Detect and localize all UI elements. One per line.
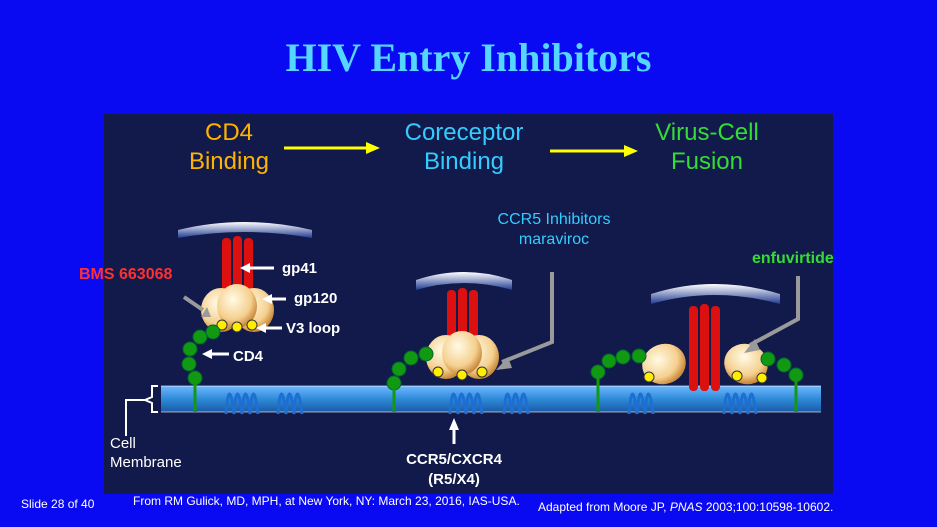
viral-envelope bbox=[178, 222, 312, 238]
ccr5-inhibitors-label: CCR5 Inhibitors maraviroc bbox=[474, 210, 634, 250]
stage-arrow-2 bbox=[550, 145, 638, 157]
adapted-citation: Adapted from Moore JP, PNAS 2003;100:105… bbox=[538, 500, 833, 514]
coreceptor-line2: (R5/X4) bbox=[384, 470, 524, 490]
citation-prefix: Adapted from Moore JP, bbox=[538, 500, 670, 514]
slide-title: HIV Entry Inhibitors bbox=[0, 34, 937, 81]
coreceptor-line1: CCR5/CXCR4 bbox=[384, 450, 524, 470]
stage-fusion-line2: Fusion bbox=[634, 147, 780, 176]
cell-membrane-line2: Membrane bbox=[110, 453, 182, 472]
cd4-label: CD4 bbox=[233, 348, 263, 365]
stage-virus-cell-fusion: Virus-Cell Fusion bbox=[634, 118, 780, 176]
viral-envelope bbox=[651, 284, 780, 304]
cell-membrane bbox=[161, 386, 821, 412]
stage-cd4-line1: CD4 bbox=[174, 118, 284, 147]
stage-fusion-line1: Virus-Cell bbox=[634, 118, 780, 147]
v3-loop-label: V3 loop bbox=[286, 320, 340, 337]
stage-coreceptor-line2: Binding bbox=[384, 147, 544, 176]
stage-arrow-1 bbox=[284, 142, 380, 154]
citation-suffix: 2003;100:10598-10602. bbox=[703, 500, 834, 514]
source-credit: From RM Gulick, MD, MPH, at New York, NY… bbox=[133, 494, 520, 508]
stage-coreceptor-line1: Coreceptor bbox=[384, 118, 544, 147]
ccr5-inhibitors-line1: CCR5 Inhibitors bbox=[474, 210, 634, 230]
cell-membrane-line1: Cell bbox=[110, 434, 182, 453]
viral-envelope bbox=[416, 272, 512, 290]
slide-number: Slide 28 of 40 bbox=[21, 497, 94, 511]
bms-663068-label: BMS 663068 bbox=[79, 266, 172, 284]
membrane-bracket bbox=[145, 386, 158, 412]
cell-membrane-label: Cell Membrane bbox=[110, 434, 182, 472]
virus-stage-1 bbox=[178, 222, 312, 412]
diagram-panel: CD4 Binding Coreceptor Binding Virus-Cel… bbox=[104, 114, 833, 494]
gp41-label: gp41 bbox=[282, 260, 317, 277]
coreceptor-label: CCR5/CXCR4 (R5/X4) bbox=[384, 450, 524, 490]
stage-cd4-binding: CD4 Binding bbox=[174, 118, 284, 176]
gp120-label: gp120 bbox=[294, 290, 337, 307]
enfuvirtide-label: enfuvirtide bbox=[752, 250, 834, 268]
stage-coreceptor-binding: Coreceptor Binding bbox=[384, 118, 544, 176]
stage-cd4-line2: Binding bbox=[174, 147, 284, 176]
citation-journal: PNAS bbox=[670, 500, 703, 514]
ccr5-maraviroc-line: maraviroc bbox=[474, 230, 634, 250]
